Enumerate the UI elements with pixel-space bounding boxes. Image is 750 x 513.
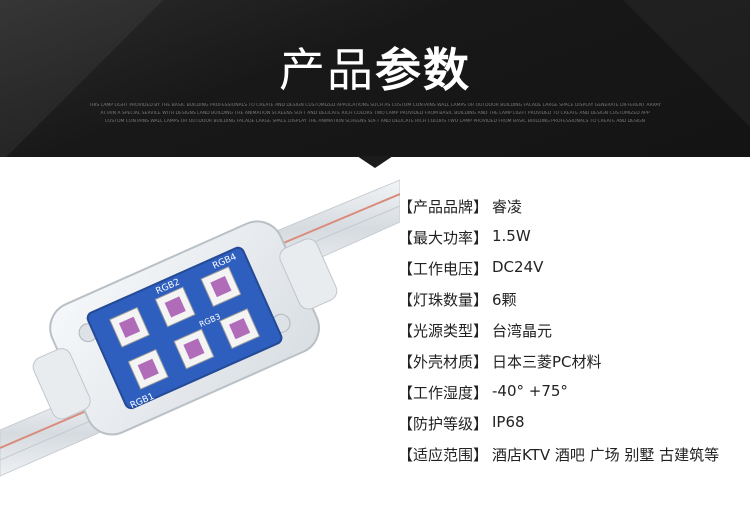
- led-chip: [173, 328, 215, 370]
- header-banner: 产品参数 THIS LAMP LIGHT PROVIDED BY THE BAS…: [0, 0, 750, 157]
- fine-print-line: CUSTOM CONTAINS WALL LAMPS OR OUTDOOR BU…: [104, 119, 646, 124]
- spec-label: 【灯珠数量】: [398, 291, 489, 309]
- spec-value: 6颗: [492, 291, 517, 309]
- spec-value: DC24V: [492, 258, 544, 276]
- spec-label: 【适应范围】: [398, 446, 489, 464]
- fine-print-line: THIS LAMP LIGHT PROVIDED BY THE BASIC BU…: [88, 103, 662, 108]
- spec-label: 【外壳材质】: [398, 353, 489, 371]
- title-light: 产品: [279, 43, 375, 97]
- spec-label: 【防护等级】: [398, 415, 489, 433]
- spec-value: 日本三菱PC材料: [492, 353, 602, 371]
- spec-value: IP68: [492, 413, 525, 431]
- led-chip: [127, 348, 169, 390]
- led-chip: [219, 308, 261, 350]
- spec-value: 台湾晶元: [492, 322, 553, 340]
- page-title: 产品参数: [0, 34, 750, 100]
- led-module-image: RGB1 RGB2 RGB3 RGB4: [0, 179, 400, 477]
- led-chip: [200, 266, 242, 308]
- banner-background: [0, 0, 750, 157]
- banner-notch: [357, 156, 393, 168]
- spec-value: 睿凌: [492, 198, 523, 216]
- led-chip: [154, 286, 196, 328]
- spec-label: 【光源类型】: [398, 322, 489, 340]
- spec-label: 【工作湿度】: [398, 384, 489, 402]
- spec-label: 【工作电压】: [398, 260, 489, 278]
- spec-value: 1.5W: [492, 227, 531, 245]
- spec-label: 【产品品牌】: [398, 198, 489, 216]
- fine-print-line: ATTAIN A SPECIAL SERVICE WITH DESIGNS LA…: [100, 111, 650, 116]
- spec-value: 酒店KTV 酒吧 广场 别墅 古建筑等: [492, 446, 720, 464]
- led-chip: [109, 306, 150, 348]
- spec-label: 【最大功率】: [398, 229, 489, 247]
- module-housing: RGB1 RGB2 RGB3 RGB4: [32, 220, 338, 436]
- spec-value: -40° +75°: [492, 382, 568, 400]
- title-bold: 参数: [375, 43, 471, 97]
